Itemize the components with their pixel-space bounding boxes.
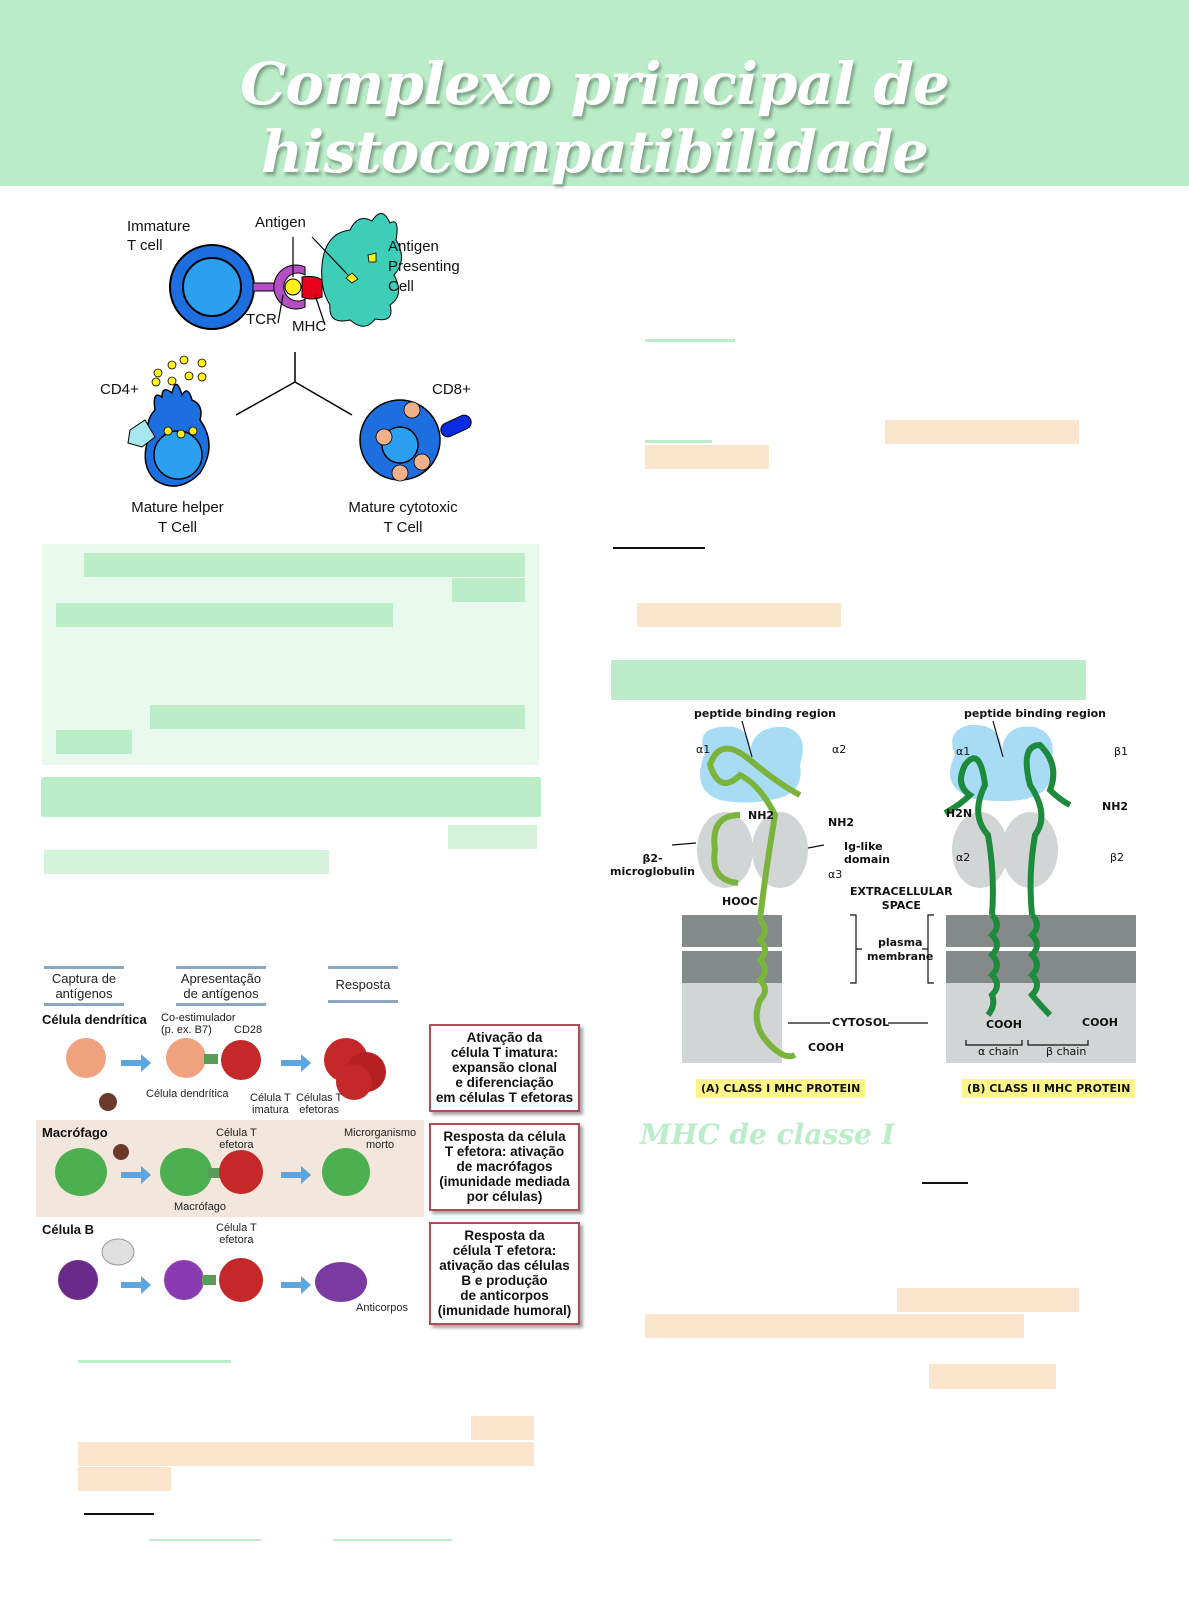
label-cd28: CD28 bbox=[234, 1024, 263, 1036]
underline-green bbox=[333, 1539, 452, 1541]
label-beta2-class2: β2 bbox=[1110, 851, 1125, 864]
highlight-block bbox=[78, 1442, 534, 1466]
label-cooh-class2-a: COOH bbox=[986, 1018, 1022, 1031]
label-beta-chain: β chain bbox=[1046, 1045, 1087, 1058]
label-hooc: HOOC bbox=[722, 895, 758, 908]
page-title: Complexo principal de histocompatibilida… bbox=[240, 50, 950, 186]
label-alpha2-class1: α2 bbox=[832, 743, 847, 756]
highlight-block bbox=[448, 825, 537, 849]
highlight-block bbox=[645, 1314, 1024, 1338]
underline-green bbox=[78, 1360, 231, 1363]
cd8-receptor bbox=[440, 414, 472, 438]
row-label-bcell: Célula B bbox=[42, 1222, 95, 1237]
tcell-diagram bbox=[127, 213, 472, 487]
caption-class2: (B) CLASS II MHC PROTEIN bbox=[962, 1079, 1136, 1098]
label-mhc: MHC bbox=[292, 318, 327, 335]
label-alpha3-class1: α3 bbox=[828, 868, 843, 881]
underline-black bbox=[613, 547, 705, 549]
label-nh2-class1-b: NH2 bbox=[828, 816, 855, 829]
row-label-dendritic: Célula dendrítica bbox=[42, 1012, 147, 1027]
highlight-block bbox=[637, 603, 841, 627]
row-label-macrophage: Macrófago bbox=[42, 1125, 108, 1140]
label-antigen: Antigen bbox=[255, 214, 306, 231]
section-header-bar bbox=[611, 660, 1086, 700]
highlight-block bbox=[56, 603, 393, 627]
underline-black bbox=[84, 1513, 154, 1515]
label-beta1-class2: β1 bbox=[1114, 745, 1129, 758]
label-alpha-chain: α chain bbox=[978, 1045, 1019, 1058]
immature-tcell-nucleus bbox=[182, 257, 242, 317]
label-cd8: CD8+ bbox=[432, 381, 471, 398]
row-bcell-art bbox=[58, 1238, 367, 1302]
underline-green bbox=[149, 1539, 261, 1541]
highlight-block bbox=[645, 445, 769, 469]
caption-class1: (A) CLASS I MHC PROTEIN bbox=[696, 1079, 866, 1098]
antigen-presenting-cell bbox=[321, 213, 402, 327]
label-b2-microglobulin: β2-microglobulin bbox=[610, 852, 696, 878]
label-costimulator: Co-estimulador(p. ex. B7) bbox=[161, 1012, 236, 1036]
tcr-cup bbox=[273, 264, 306, 310]
section-heading-mhc-class1: MHC de classe I bbox=[640, 1118, 895, 1151]
underline-green bbox=[645, 339, 735, 342]
label-peptide-region-class1: peptide binding region bbox=[694, 707, 836, 720]
underline-black bbox=[922, 1182, 968, 1184]
highlight-block bbox=[150, 705, 525, 729]
label-dendritic-cell: Célula dendrítica bbox=[146, 1088, 229, 1100]
highlight-block bbox=[885, 420, 1079, 444]
mhc-molecule bbox=[301, 275, 323, 300]
antigen-dot bbox=[284, 278, 302, 296]
label-nh2-class2: NH2 bbox=[1102, 800, 1129, 813]
step-response: Resposta bbox=[328, 964, 398, 1005]
label-cd4: CD4+ bbox=[100, 381, 139, 398]
label-cytosol: CYTOSOL bbox=[832, 1016, 890, 1029]
highlight-block bbox=[44, 850, 329, 874]
label-cooh-class2-b: COOH bbox=[1082, 1016, 1118, 1029]
page-header bbox=[0, 0, 1189, 186]
highlight-block bbox=[56, 730, 132, 754]
label-alpha1-class1: α1 bbox=[696, 743, 711, 756]
label-macrophage: Macrófago bbox=[174, 1201, 226, 1213]
label-cooh-class1: COOH bbox=[808, 1041, 844, 1054]
label-peptide-region-class2: peptide binding region bbox=[964, 707, 1106, 720]
highlight-block bbox=[78, 1467, 171, 1491]
label-tcr: TCR bbox=[246, 311, 277, 328]
highlight-block bbox=[897, 1288, 1079, 1312]
label-alpha1-class2: α1 bbox=[956, 745, 971, 758]
highlight-block bbox=[929, 1364, 1056, 1389]
cd4-receptor bbox=[127, 419, 156, 448]
row-macrophage-art bbox=[55, 1144, 370, 1196]
underline-green bbox=[645, 440, 712, 443]
mhc-proteins-figure: peptide binding region α1 α2 NH2 NH2 β2-… bbox=[610, 705, 1150, 1100]
label-nh2-class1-a: NH2 bbox=[748, 809, 775, 822]
row-dendritic-art bbox=[66, 1038, 386, 1111]
mhc-protein-diagram bbox=[671, 720, 1136, 1063]
highlight-block bbox=[84, 553, 525, 577]
highlight-block bbox=[452, 578, 525, 602]
label-h2n: H2N bbox=[946, 807, 973, 820]
highlight-block bbox=[471, 1416, 534, 1440]
section-header-bar bbox=[41, 777, 541, 817]
label-antibodies: Anticorpos bbox=[356, 1302, 408, 1314]
label-alpha2-class2: α2 bbox=[956, 851, 971, 864]
